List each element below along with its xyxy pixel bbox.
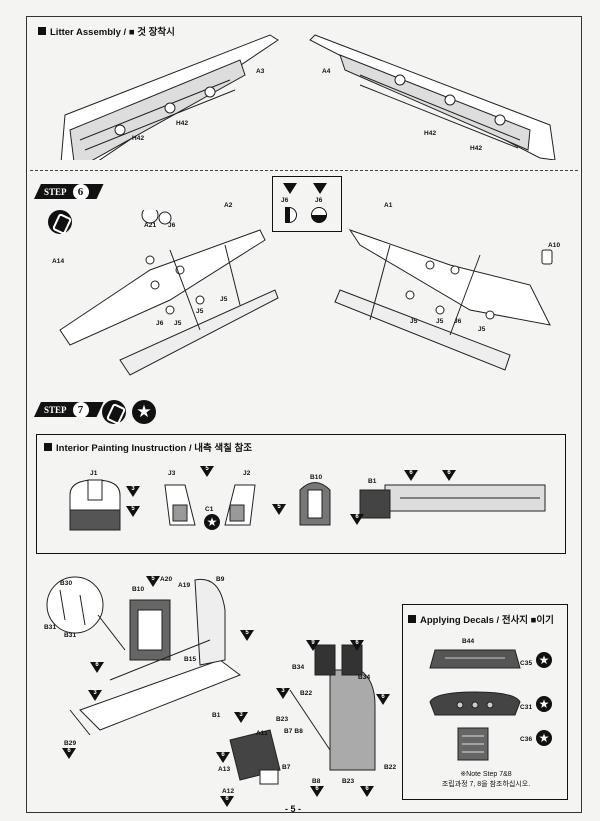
interior-painting-header: Interior Painting Inustruction / 내측 색칠 참… [44, 440, 252, 454]
floor-assembly [69, 578, 242, 736]
part-j1 [69, 479, 121, 531]
part-j2 [224, 484, 256, 526]
part-label: A4 [322, 68, 331, 75]
litter-detail-circle [46, 576, 126, 651]
glue-icon [102, 400, 127, 426]
part-label: A3 [256, 68, 265, 75]
step-6-drawing [59, 210, 553, 376]
color-triangle: 5 [240, 630, 254, 641]
square-bullet-icon [38, 27, 46, 35]
color-triangle: 5 [126, 506, 140, 517]
part-label: H42 [176, 120, 189, 127]
window-part [141, 210, 553, 265]
star-decal-icon: ★ [132, 400, 156, 424]
color-triangle: 6 [220, 796, 234, 807]
color-triangle: 5 [146, 576, 160, 587]
center-console [457, 727, 489, 761]
litter-assembly-drawing [60, 34, 556, 160]
square-bullet-icon [408, 615, 416, 623]
page-number: - 5 - [285, 804, 302, 814]
step-6-badge: STEP 6 [34, 184, 104, 199]
color-triangle: 9 [306, 640, 320, 651]
part-b1 [359, 484, 546, 519]
interior-painting-box [36, 434, 566, 554]
star-decal-icon: ★ [204, 514, 220, 530]
color-triangle: 6 [310, 786, 324, 797]
part-shape [311, 207, 327, 223]
color-triangle: 6 [360, 786, 374, 797]
part-b10 [299, 482, 331, 526]
part-label: H42 [424, 130, 437, 137]
right-litter-panel [309, 34, 556, 160]
color-triangle: 6 [90, 662, 104, 673]
color-triangle: 5 [200, 466, 214, 477]
left-litter-panel [60, 34, 279, 160]
step-7-badge: STEP 7 [34, 402, 104, 417]
interior-painting-drawing [69, 479, 546, 531]
part-j3 [164, 484, 196, 526]
instrument-panel-top [429, 649, 521, 669]
cockpit-assembly [229, 644, 376, 785]
color-triangle: 6 [350, 514, 364, 525]
color-triangle: 6 [404, 470, 418, 481]
decals-drawing [429, 649, 521, 761]
color-triangle: 6 [350, 640, 364, 651]
applying-decals-box [402, 604, 568, 800]
page-frame [26, 16, 582, 813]
color-triangle: 3 [88, 690, 102, 701]
color-triangle: 6 [216, 752, 230, 763]
instrument-panel-main [429, 691, 521, 716]
star-decal-icon: ★ [536, 730, 552, 746]
part-label: H42 [470, 145, 483, 152]
section-divider [30, 170, 578, 171]
right-fuselage-half [334, 229, 551, 371]
detail-box: J6 J6 [272, 176, 342, 232]
color-triangle: 6 [376, 694, 390, 705]
star-decal-icon: ★ [536, 696, 552, 712]
litter-assembly-header: Litter Assembly / ■ 것 장착시 [38, 24, 175, 38]
color-triangle: 3 [126, 486, 140, 497]
square-bullet-icon [44, 443, 52, 451]
applying-decals-header: Applying Decals / 전사지 ■이기 [408, 612, 554, 626]
color-triangle: 6 [442, 470, 456, 481]
part-label: H42 [132, 135, 145, 142]
note-text: ※Note Step 7&8 조립과정 7, 8을 참조하십시오. [441, 771, 531, 788]
left-fuselage-half [59, 229, 279, 376]
glue-icon [48, 210, 73, 236]
color-triangle [313, 183, 327, 194]
color-triangle: 5 [272, 504, 286, 515]
color-triangle [283, 183, 297, 194]
part-shape [285, 207, 297, 223]
color-triangle: 3 [276, 688, 290, 699]
color-triangle: 3 [234, 712, 248, 723]
step-7-assembly-drawing [46, 576, 376, 785]
star-decal-icon: ★ [536, 652, 552, 668]
color-triangle: 6 [62, 748, 76, 759]
